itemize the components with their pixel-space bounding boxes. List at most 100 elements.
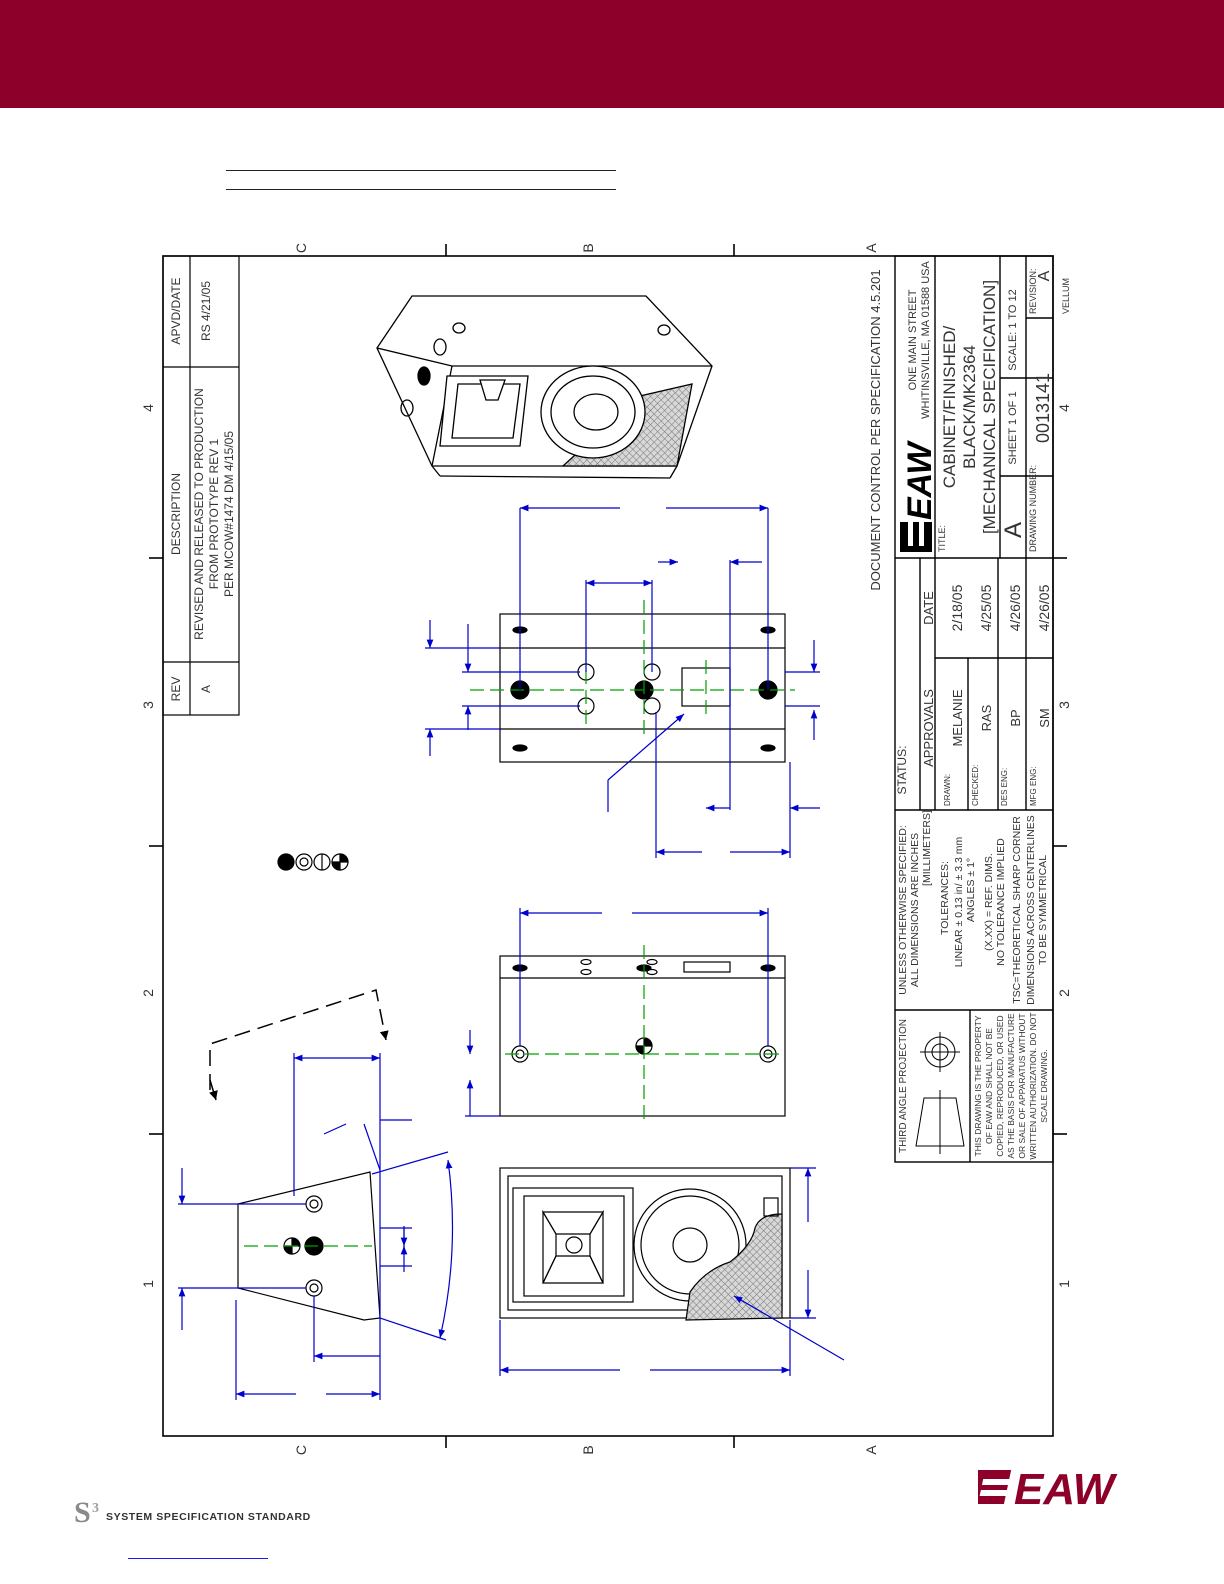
zone-row-b-top: B [580, 243, 596, 252]
title-line-1: CABINET/FINISHED/ [940, 325, 959, 488]
rev-value: A [199, 685, 213, 693]
tolerance-line-2: ALL DIMENSIONS ARE INCHES [909, 833, 921, 987]
tolerance-line-10: DIMENSIONS ACROSS CENTERLINES [1025, 815, 1037, 1005]
tolerance-line-1: UNLESS OTHERWISE SPECIFIED: [897, 825, 909, 995]
revision-block [162, 255, 240, 716]
title-line-2: BLACK/MK2364 [960, 345, 979, 469]
proprietary-line-1: THIS DRAWING IS THE PROPERTY [973, 1015, 983, 1156]
proprietary-line-4: AS THE BASIS FOR MANUFACTURE [1006, 1013, 1016, 1159]
zone-ticks [149, 244, 1067, 1448]
proprietary-line-2: OF EAW AND SHALL NOT BE [984, 1028, 994, 1144]
brand-logo-text: EAW [1014, 1466, 1118, 1508]
des-eng-name: BP [1008, 709, 1023, 726]
description-header: DESCRIPTION [169, 473, 183, 555]
drawn-role: DRAWN: [943, 774, 952, 806]
drawn-name: MELANIE [950, 689, 965, 746]
svg-text:S: S [74, 1496, 91, 1528]
mfg-eng-date: 4/26/05 [1036, 584, 1052, 631]
zone-col-4-left: 4 [140, 404, 156, 412]
isometric-view [376, 295, 713, 479]
drawn-date: 2/18/05 [949, 584, 965, 631]
drawing-number-label: DRAWING NUMBER: [1028, 465, 1038, 552]
footer-link-underline[interactable] [128, 1558, 268, 1559]
rear-view [499, 955, 786, 1117]
tolerance-line-3: [MILLIMETERS] [921, 810, 933, 886]
checked-date: 4/25/05 [978, 584, 994, 631]
title-block-eaw-logo: EAW [900, 440, 939, 552]
title-block-text: ONE MAIN STREET WHITINSVILLE, MA 01588 U… [895, 260, 1071, 1159]
zone-col-2-left: 2 [140, 989, 156, 997]
zone-row-b-bottom: B [580, 1445, 596, 1454]
zone-col-3-right: 3 [1056, 701, 1072, 709]
revision-block-text: REV DESCRIPTION APVD/DATE A REVISED AND … [169, 277, 236, 701]
footer-standard-label: SYSTEM SPECIFICATION STANDARD [106, 1511, 311, 1523]
company-address-2: WHITINSVILLE, MA 01588 USA [920, 260, 932, 418]
apvd-date-header: APVD/DATE [169, 277, 183, 344]
zone-col-3-left: 3 [140, 701, 156, 709]
description-line-1: REVISED AND RELEASED TO PRODUCTION [192, 388, 206, 640]
svg-text:3: 3 [92, 1501, 99, 1516]
projection-label: THIRD ANGLE PROJECTION [898, 1019, 909, 1153]
legend-symbols [277, 853, 349, 871]
zone-row-a-bottom: A [863, 1445, 879, 1455]
top-view-dimensions [425, 504, 820, 858]
zone-row-a-top: A [863, 243, 879, 253]
revision-label: REVISION: [1028, 268, 1038, 314]
zone-col-1-right: 1 [1056, 1280, 1072, 1288]
zone-row-c-top: C [293, 243, 309, 253]
mfg-eng-role: MFG ENG: [1029, 766, 1038, 806]
header-rule-bottom [226, 189, 616, 190]
proprietary-line-7: SCALE DRAWING. [1039, 1049, 1049, 1122]
side-view-dimensions [178, 1053, 454, 1400]
eaw-brand-logo: EAW [978, 1466, 1118, 1508]
des-eng-date: 4/26/05 [1007, 584, 1023, 631]
approvals-header: APPROVALS [921, 689, 936, 767]
tolerance-line-6: ANGLES ± 1° [965, 858, 977, 922]
rev-header: REV [169, 677, 183, 702]
tolerance-line-8: NO TOLERANCE IMPLIED [995, 838, 1007, 966]
checked-name: RAS [979, 704, 994, 731]
zone-col-1-left: 1 [140, 1280, 156, 1288]
description-line-2: FROM PROTOTYPE REV 1 [207, 438, 221, 589]
drawing-number-value: 0013141 [1033, 373, 1053, 443]
zone-col-2-right: 2 [1056, 989, 1072, 997]
s3-logo-icon: S 3 [74, 1496, 99, 1528]
mfg-eng-name: SM [1037, 708, 1052, 728]
company-address-1: ONE MAIN STREET [907, 289, 919, 390]
proprietary-line-3: COPIED, REPRODUCED, OR USED [995, 1015, 1005, 1156]
vellum-label: VELLUM [1061, 278, 1071, 314]
front-view [499, 1167, 791, 1321]
apvd-date-value: RS 4/21/05 [199, 281, 213, 341]
front-view-dimensions [499, 1167, 845, 1376]
title-label: TITLE: [937, 525, 947, 552]
date-header: DATE [921, 591, 936, 625]
title-block-frame [894, 255, 1054, 1163]
sheet-value: SHEET 1 OF 1 [1007, 391, 1019, 464]
scale-value: SCALE: 1 TO 12 [1007, 289, 1019, 371]
tolerance-line-4: TOLERANCES: [939, 861, 951, 935]
tolerance-line-9: TSC=THEORETICAL SHARP CORNER [1011, 816, 1023, 1004]
header-rule-top [226, 170, 616, 171]
revision-value: A [1036, 270, 1053, 281]
zone-row-c-bottom: C [293, 1445, 309, 1455]
proprietary-line-6: WRITTEN AUTHORIZATION. DO NOT [1028, 1012, 1038, 1159]
tolerance-line-5: LINEAR ± 0.13 in/ ± 3.3 mm [953, 836, 965, 967]
zone-labels: 4 3 2 1 4 3 2 1 C B A C B A [140, 243, 1072, 1455]
proprietary-line-5: OR SALE OF APPARATUS WITHOUT [1017, 1013, 1027, 1158]
section-arrow [209, 989, 389, 1101]
projection-symbol [915, 1032, 965, 1154]
status-label: STATUS: [895, 746, 909, 795]
rear-view-dimensions [465, 908, 769, 1117]
document-control-note: DOCUMENT CONTROL PER SPECIFICATION 4.5.2… [868, 269, 883, 590]
description-line-3: PER MCOW#1474 DM 4/15/05 [222, 431, 236, 597]
tolerance-line-11: TO BE SYMMETRICAL [1037, 855, 1049, 965]
top-view [499, 613, 786, 763]
rear-view-centerlines [505, 945, 785, 1120]
tolerance-line-7: (X.XX) = REF. DIMS. [983, 853, 995, 951]
size-value: A [1000, 522, 1027, 538]
title-block-logo-text: EAW [901, 440, 939, 520]
zone-col-4-right: 4 [1056, 404, 1072, 412]
title-line-3: [MECHANICAL SPECIFICATION] [980, 280, 999, 534]
des-eng-role: DES ENG: [1000, 768, 1009, 806]
